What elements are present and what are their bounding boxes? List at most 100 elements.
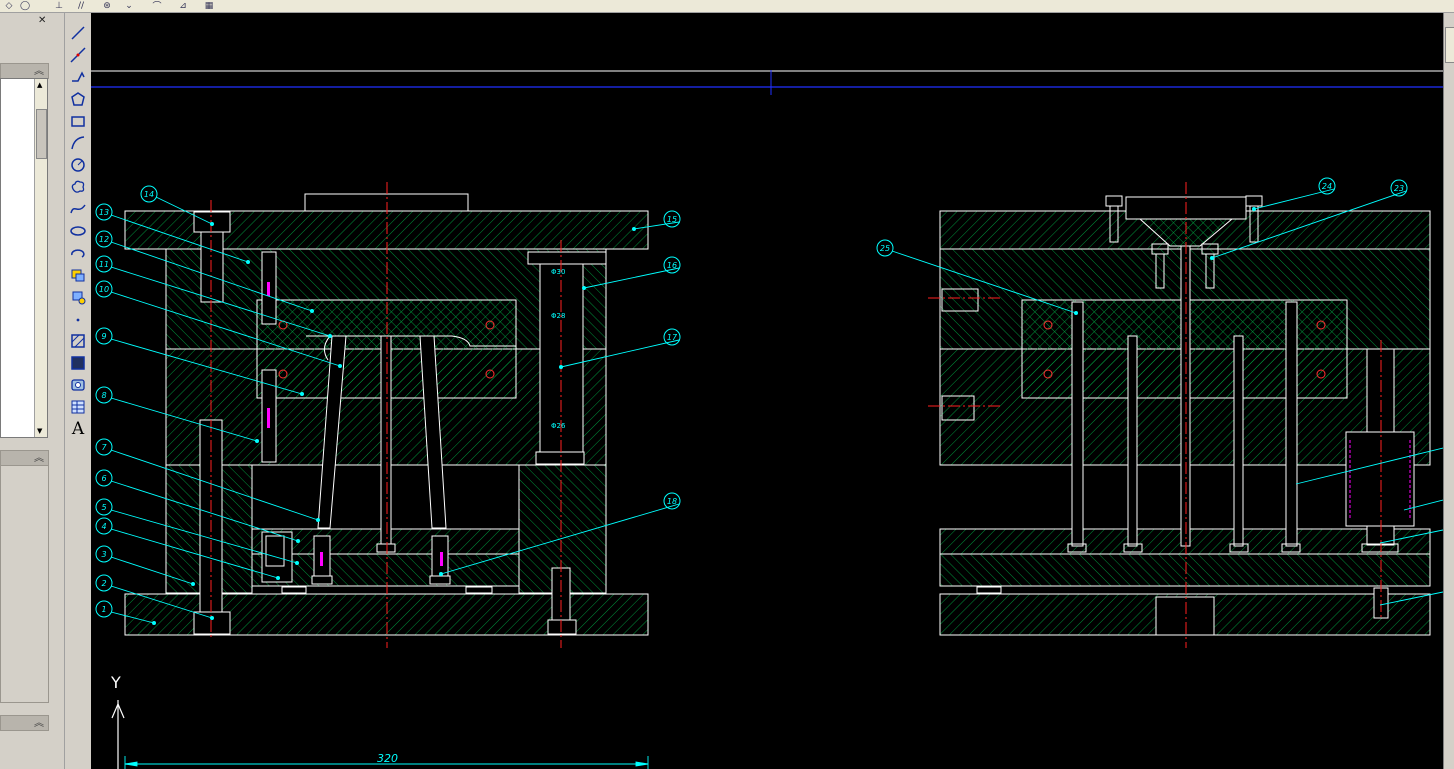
hatch-icon[interactable] — [68, 331, 88, 351]
collapse-icon[interactable]: ︽ — [34, 453, 44, 464]
leader-line — [110, 528, 279, 579]
leader-line — [110, 214, 249, 263]
leader-line — [110, 241, 313, 312]
leader-line — [583, 267, 680, 289]
leader-dot — [328, 334, 332, 338]
callout-balloon — [663, 210, 681, 228]
callout-balloon — [95, 574, 113, 592]
leader-line — [110, 338, 303, 395]
leader-line — [1403, 499, 1443, 511]
callout-balloon — [1390, 179, 1408, 197]
leader-dot — [316, 518, 320, 522]
leader-dot — [582, 286, 586, 290]
leader-line — [110, 509, 298, 564]
callout-balloon — [663, 256, 681, 274]
callout-number: 12 — [99, 235, 109, 244]
scroll-up-icon[interactable]: ▲ — [37, 81, 43, 89]
callout-balloon — [95, 327, 113, 345]
spline-icon[interactable] — [68, 199, 88, 219]
ucs-icon — [111, 700, 125, 769]
dim-label: Φ30 — [551, 268, 565, 276]
revision-cloud-icon[interactable] — [68, 177, 88, 197]
leader-line — [110, 397, 258, 442]
callout-number: 13 — [99, 208, 109, 217]
point-icon[interactable] — [68, 309, 88, 329]
layer-icon[interactable]: ⊥ — [55, 0, 63, 11]
scrollbar-thumb[interactable] — [36, 109, 47, 159]
match-icon[interactable]: // — [77, 0, 85, 11]
polyline-icon[interactable] — [68, 67, 88, 87]
scrollbar-thumb[interactable] — [1445, 27, 1454, 63]
gradient-icon[interactable] — [68, 353, 88, 373]
make-block-icon[interactable] — [68, 287, 88, 307]
collapse-icon[interactable]: ︽ — [34, 66, 44, 77]
insert-block-icon[interactable] — [68, 265, 88, 285]
collapse-icon[interactable]: ︽ — [34, 718, 44, 729]
callout-number: 2 — [101, 579, 106, 588]
callout-number: 17 — [667, 333, 678, 342]
callout-number: 24 — [1322, 182, 1332, 191]
close-icon[interactable]: ✕ — [38, 15, 47, 26]
callout-number: 7 — [101, 443, 107, 452]
panel-scrollbar[interactable]: ▲ ▼ — [34, 79, 47, 437]
callout-number: 14 — [144, 190, 154, 199]
ucs-y-label: Y — [110, 673, 121, 692]
callout-number: 16 — [667, 261, 677, 270]
leader-line — [110, 266, 331, 337]
leader-lines — [110, 188, 1443, 625]
multiline-text-icon[interactable]: A — [71, 419, 85, 439]
scroll-down-icon[interactable]: ▼ — [37, 427, 43, 435]
leader-dot — [255, 439, 259, 443]
leader-line — [633, 221, 680, 230]
panel-header-3[interactable]: ︽ — [0, 715, 49, 731]
panel-header-2[interactable]: ︽ — [0, 450, 49, 466]
canvas-scrollbar[interactable] — [1443, 13, 1454, 769]
leader-line — [1379, 529, 1443, 544]
leader-dot — [439, 572, 443, 576]
cooling-holes-right — [1043, 320, 1326, 379]
arc-icon[interactable] — [68, 133, 88, 153]
undo-icon[interactable]: ◯ — [19, 0, 31, 11]
draw-order-icon[interactable]: ◇ — [5, 0, 13, 11]
centerlines-left — [210, 182, 562, 648]
callout-number: 11 — [99, 260, 109, 269]
callout-number: 3 — [101, 550, 106, 559]
main-section-view — [124, 193, 649, 636]
properties-icon[interactable]: ▦ — [204, 0, 214, 11]
leader-dot — [276, 576, 280, 580]
leader-line — [110, 556, 194, 585]
callout-number: 1 — [101, 605, 106, 614]
ellipse-arc-icon[interactable] — [68, 243, 88, 263]
leader-line — [110, 291, 341, 367]
rectangle-icon[interactable] — [68, 111, 88, 131]
leader-dot — [210, 222, 214, 226]
trim-icon[interactable]: ⌒ — [152, 2, 162, 12]
leader-dot — [632, 227, 636, 231]
dimension-320 — [124, 756, 649, 769]
table-icon[interactable] — [68, 397, 88, 417]
extend-icon[interactable]: ⊿ — [179, 0, 187, 11]
dropdown-icon[interactable]: ⌄ — [125, 0, 133, 11]
leader-dot — [295, 561, 299, 565]
leader-line — [155, 196, 213, 225]
panel-header-1[interactable]: ︽ — [0, 63, 49, 79]
callout-number: 25 — [880, 244, 890, 253]
callout-balloon — [95, 255, 113, 273]
callout-number: 4 — [101, 522, 106, 531]
callout-number: 6 — [101, 474, 106, 483]
callout-balloon — [876, 239, 894, 257]
leader-dot — [1074, 311, 1078, 315]
ellipse-icon[interactable] — [68, 221, 88, 241]
callout-number: 10 — [99, 285, 109, 294]
snap-icon[interactable]: ⊛ — [103, 0, 111, 11]
leader-dot — [300, 392, 304, 396]
region-icon[interactable] — [68, 375, 88, 395]
circle-icon[interactable] — [68, 155, 88, 175]
leader-line — [891, 250, 1077, 314]
polygon-icon[interactable] — [68, 89, 88, 109]
construction-line-icon[interactable] — [68, 45, 88, 65]
leader-dot — [210, 616, 214, 620]
line-icon[interactable] — [68, 23, 88, 43]
